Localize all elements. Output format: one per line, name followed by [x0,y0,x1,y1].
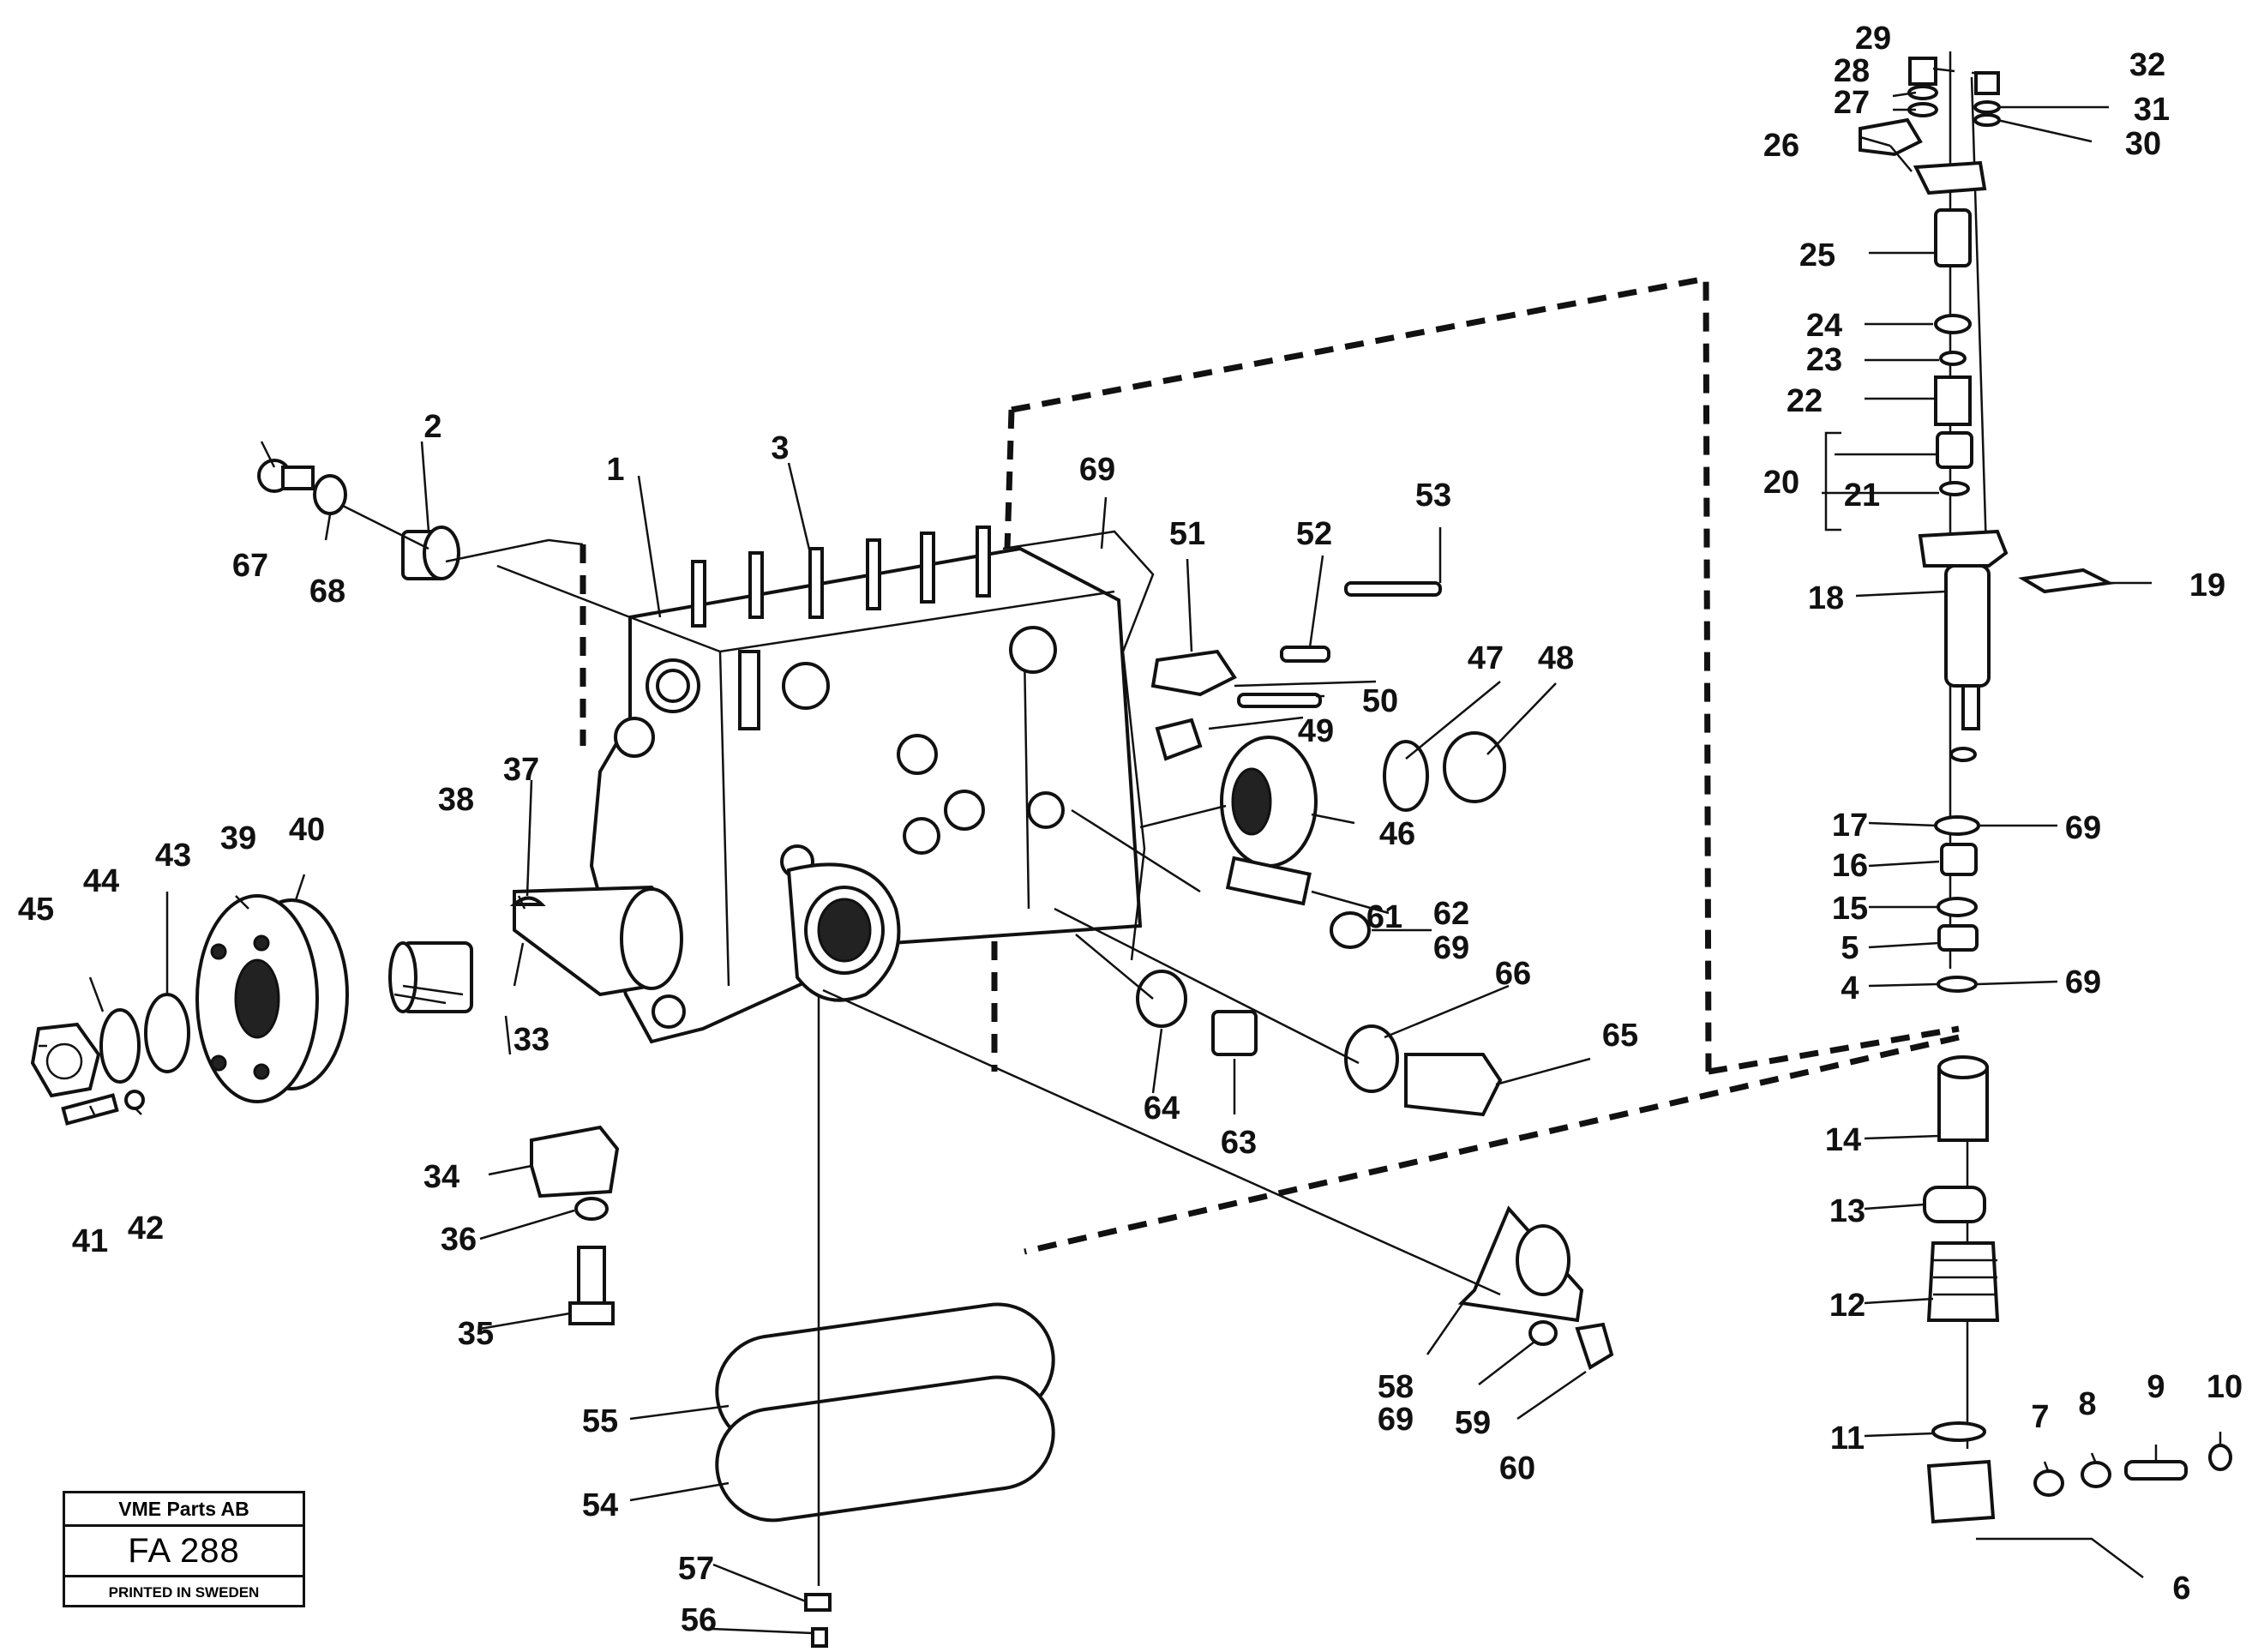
label-44: 44 [83,863,119,899]
label-69-lower-ring: 69 [2065,964,2101,1000]
label-69-flange: 69 [1378,1402,1414,1438]
label-60: 60 [1499,1451,1535,1487]
label-21: 21 [1844,478,1880,514]
label-24: 24 [1806,308,1842,344]
flange-58 [822,988,1614,1370]
label-34: 34 [423,1159,459,1195]
label-54: 54 [582,1487,618,1523]
label-9: 9 [2147,1369,2165,1405]
label-38: 38 [438,782,474,818]
label-51: 51 [1169,516,1205,552]
label-56: 56 [681,1602,717,1638]
label-6: 6 [2172,1571,2190,1607]
label-67: 67 [232,548,268,584]
label-29: 29 [1855,21,1891,57]
label-36: 36 [441,1222,477,1258]
nut-and-washers [30,993,190,1126]
label-53: 53 [1415,478,1451,514]
label-5: 5 [1841,930,1859,966]
label-49: 49 [1298,713,1334,749]
label-2: 2 [423,409,441,445]
lower-left-parts [509,896,620,1325]
label-4: 4 [1841,970,1859,1006]
title-block-drawing-code: FA 288 [65,1527,303,1577]
label-17: 17 [1832,808,1868,844]
label-45: 45 [18,892,54,928]
label-41: 41 [72,1223,108,1259]
pump-element-stack [1859,51,2232,1524]
label-33: 33 [513,1022,549,1058]
studs [691,526,991,628]
title-block-company: VME Parts AB [65,1493,303,1527]
label-57: 57 [678,1551,714,1587]
label-23: 23 [1806,342,1842,378]
label-62: 62 [1433,896,1469,932]
label-31: 31 [2134,92,2170,128]
label-26: 26 [1763,128,1799,164]
label-69-gasket: 69 [1079,452,1115,488]
coupling-flange [195,894,349,1103]
label-12: 12 [1829,1288,1865,1324]
label-10: 10 [2207,1369,2243,1405]
label-25: 25 [1799,237,1835,273]
label-35: 35 [458,1316,494,1352]
title-block-printed-note: PRINTED IN SWEDEN [108,1584,260,1601]
label-64: 64 [1144,1090,1180,1126]
label-58: 58 [1378,1369,1414,1405]
label-43: 43 [155,838,191,874]
camshaft [513,885,683,997]
label-15: 15 [1832,891,1868,927]
label-32: 32 [2129,47,2165,83]
label-20: 20 [1763,465,1799,501]
pump-housing [589,530,1155,1044]
label-28: 28 [1834,53,1870,89]
label-19: 19 [2189,568,2225,604]
label-3: 3 [771,430,789,466]
label-50: 50 [1362,683,1398,719]
title-block: VME Parts AB FA 288 PRINTED IN SWEDEN [63,1491,305,1607]
label-65: 65 [1602,1018,1638,1054]
cover-and-gasket [715,994,1055,1648]
label-13: 13 [1829,1193,1865,1229]
label-39: 39 [220,820,256,856]
label-69-upper-ring: 69 [2065,810,2101,846]
label-37: 37 [503,752,539,788]
top-left-parts [257,459,631,619]
label-8: 8 [2078,1386,2096,1422]
label-55: 55 [582,1403,618,1439]
label-30: 30 [2125,126,2161,162]
leader-lines [39,67,2222,1635]
label-42: 42 [128,1210,164,1247]
label-7: 7 [2031,1399,2049,1435]
label-40: 40 [289,812,325,848]
label-22: 22 [1787,383,1823,419]
label-11: 11 [1830,1421,1865,1457]
label-46: 46 [1379,816,1415,852]
label-16: 16 [1832,848,1868,884]
label-18: 18 [1808,580,1844,616]
label-52: 52 [1296,516,1332,552]
label-14: 14 [1825,1122,1861,1158]
label-68: 68 [309,574,345,610]
side-parts [1054,581,1506,1117]
label-69-plug: 69 [1433,930,1469,966]
label-48: 48 [1538,640,1574,676]
label-66: 66 [1495,956,1531,992]
label-61: 61 [1366,899,1402,935]
part-labels: 1 2 3 4 5 6 7 8 9 10 11 12 13 14 15 16 1… [18,21,2243,1638]
label-27: 27 [1834,85,1870,121]
label-63: 63 [1221,1125,1257,1161]
label-47: 47 [1468,640,1504,676]
label-1: 1 [606,452,624,488]
label-59: 59 [1455,1405,1491,1441]
